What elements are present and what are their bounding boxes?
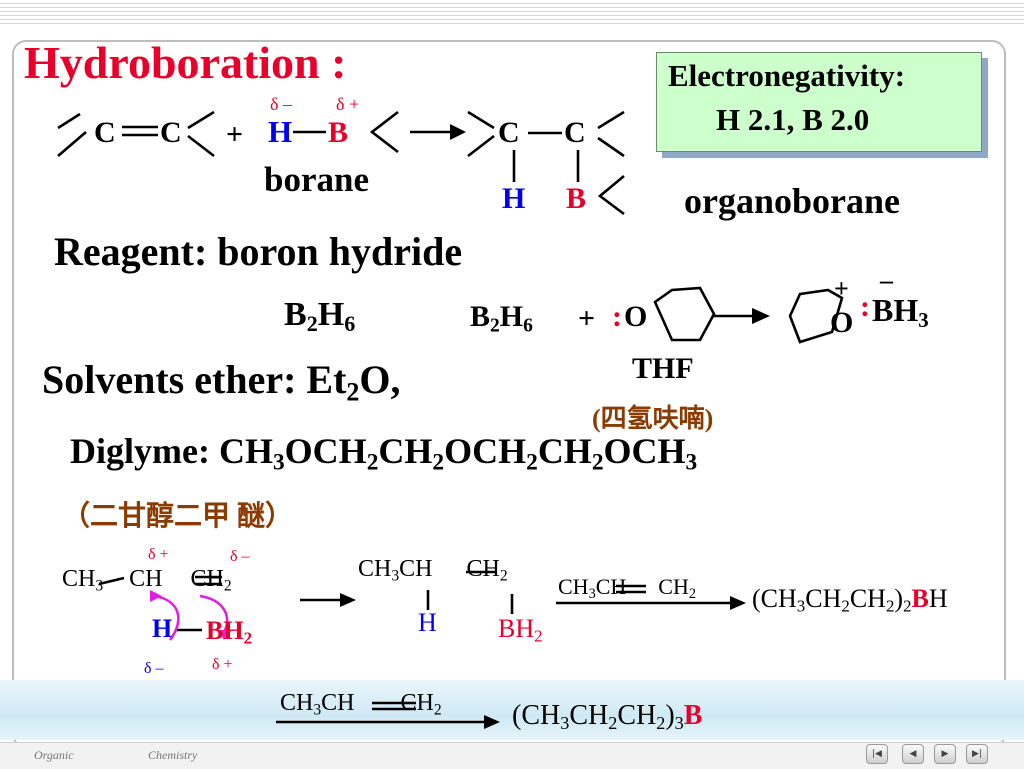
thf-lone-pair: : [612,300,622,333]
mech-delta-minus-top: δ – [230,548,250,565]
complex-oxygen: O [830,306,854,339]
organoborane-label: organoborane [684,181,900,221]
complex-bh3: BH3 [872,292,929,332]
mech-delta-plus-bottom: δ + [212,656,233,673]
thf-chinese-name: (四氢呋喃) [592,404,714,433]
footer-left-label: Organic [34,748,74,762]
product-hydrogen: H [502,182,526,215]
nav-first-button[interactable]: |◀ [866,744,888,764]
borane-boron: B [328,116,349,149]
nav-last-button[interactable]: ▶| [966,744,988,764]
mech-hydrogen: H [152,614,173,643]
borane-label: borane [264,160,369,199]
diglyme-chinese-name: （二甘醇二甲 醚） [62,501,294,532]
thf-label: THF [632,352,694,385]
thf-plus-sign: + [578,302,596,335]
top-stripes [0,0,1024,26]
trialkylborane-product: (CH3CH2CH2)3B [512,700,703,734]
mech-delta-minus-bottom: δ – [144,660,164,677]
nav-next-button[interactable]: ▶ [934,744,956,764]
alkene-carbon-1: C [94,116,116,149]
mech-delta-plus-top: δ + [148,546,169,563]
decorative-molecule-band [0,680,1024,740]
thf-oxygen: O [624,300,648,333]
electronegativity-box [656,52,982,152]
alkene-carbon-2: C [160,116,182,149]
mech-bh2: BH2 [206,616,253,648]
diborane-reactant: B2H6 [470,300,533,337]
complex-lone-pair: : [860,290,870,323]
dialkylborane-product: (CH3CH2CH2)2BH [752,584,948,616]
borane-hydrogen: H [268,114,293,149]
delta-minus-label: δ – [270,94,292,114]
product-carbon-2: C [564,116,586,149]
plus-sign: + [226,118,244,151]
nav-prev-button[interactable]: ◀ [902,744,924,764]
electronegativity-values: H 2.1, B 2.0 [716,102,870,137]
intermediate-bh2: BH2 [498,614,543,646]
footer-right-label: Chemistry [148,748,198,762]
diglyme-formula: Diglyme: CH3OCH2CH2OCH2CH2OCH3 [70,431,698,476]
product-boron: B [566,182,587,215]
electronegativity-label: Electronegativity: [668,58,906,93]
intermediate-hydrogen: H [418,608,437,637]
page-title: Hydroboration : [24,37,347,88]
complex-plus-charge: + [834,274,849,303]
reagent-line: Reagent: boron hydride [54,229,463,274]
product-carbon-1: C [498,116,520,149]
diborane-formula: B2H6 [284,296,356,337]
solvents-line: Solvents ether: Et2O, [42,357,401,407]
complex-minus-charge: – [880,266,893,295]
delta-plus-label: δ + [336,94,360,114]
footer-bar [0,742,1024,769]
